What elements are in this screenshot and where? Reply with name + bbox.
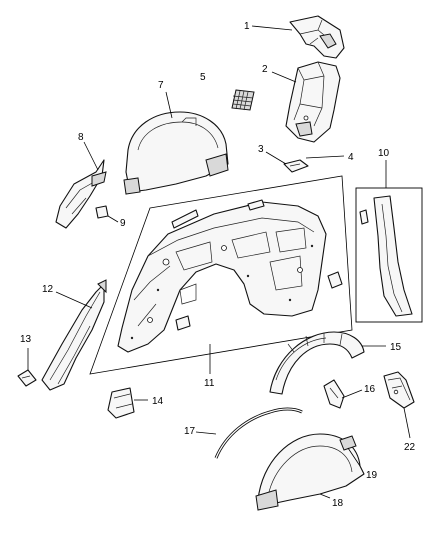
part-19-pad xyxy=(339,435,357,451)
part-7-wheelhouse-shell xyxy=(123,111,229,195)
part-22-bracket xyxy=(383,371,415,409)
callout-16: 16 xyxy=(364,384,376,395)
callout-13: 13 xyxy=(20,334,32,345)
part-15-arch-liner xyxy=(269,331,365,395)
callout-15: 15 xyxy=(390,342,402,353)
part-2-pillar xyxy=(285,61,341,143)
callout-8: 8 xyxy=(78,132,84,143)
part-5-pad xyxy=(231,89,255,111)
part-13-small-bracket xyxy=(17,369,37,387)
callout-7: 7 xyxy=(158,80,164,91)
part-9-small-bracket xyxy=(95,205,109,219)
callout-12: 12 xyxy=(42,284,54,295)
callout-17: 17 xyxy=(184,426,196,437)
callout-5: 5 xyxy=(200,72,206,83)
part-1-bracket xyxy=(289,15,345,59)
callout-11: 11 xyxy=(204,378,215,389)
part-10-bracket-box xyxy=(355,187,423,323)
part-8-bracket xyxy=(55,159,107,229)
callout-9: 9 xyxy=(120,218,126,229)
leader-lines xyxy=(27,25,411,499)
callout-3: 3 xyxy=(258,144,264,155)
part-17-seal-strip xyxy=(214,407,303,459)
callout-2: 2 xyxy=(262,64,268,75)
part-18-rear-wheelhouse xyxy=(255,433,365,511)
callout-14: 14 xyxy=(152,396,164,407)
callout-labels: 1 2 3 4 5 6 7 8 9 10 11 12 13 14 15 16 1… xyxy=(20,21,416,509)
part-12-sill xyxy=(41,279,107,391)
part-11-inner-quarter-panel xyxy=(89,175,353,375)
callout-18: 18 xyxy=(332,498,344,509)
callout-19: 19 xyxy=(366,470,378,481)
callout-22: 22 xyxy=(404,442,416,453)
part-3-clip xyxy=(283,159,309,173)
callout-10: 10 xyxy=(378,148,390,159)
callout-1: 1 xyxy=(244,21,250,32)
callout-4: 4 xyxy=(348,152,354,163)
part-14-bracket xyxy=(107,387,135,419)
part-16-bracket xyxy=(323,379,345,409)
